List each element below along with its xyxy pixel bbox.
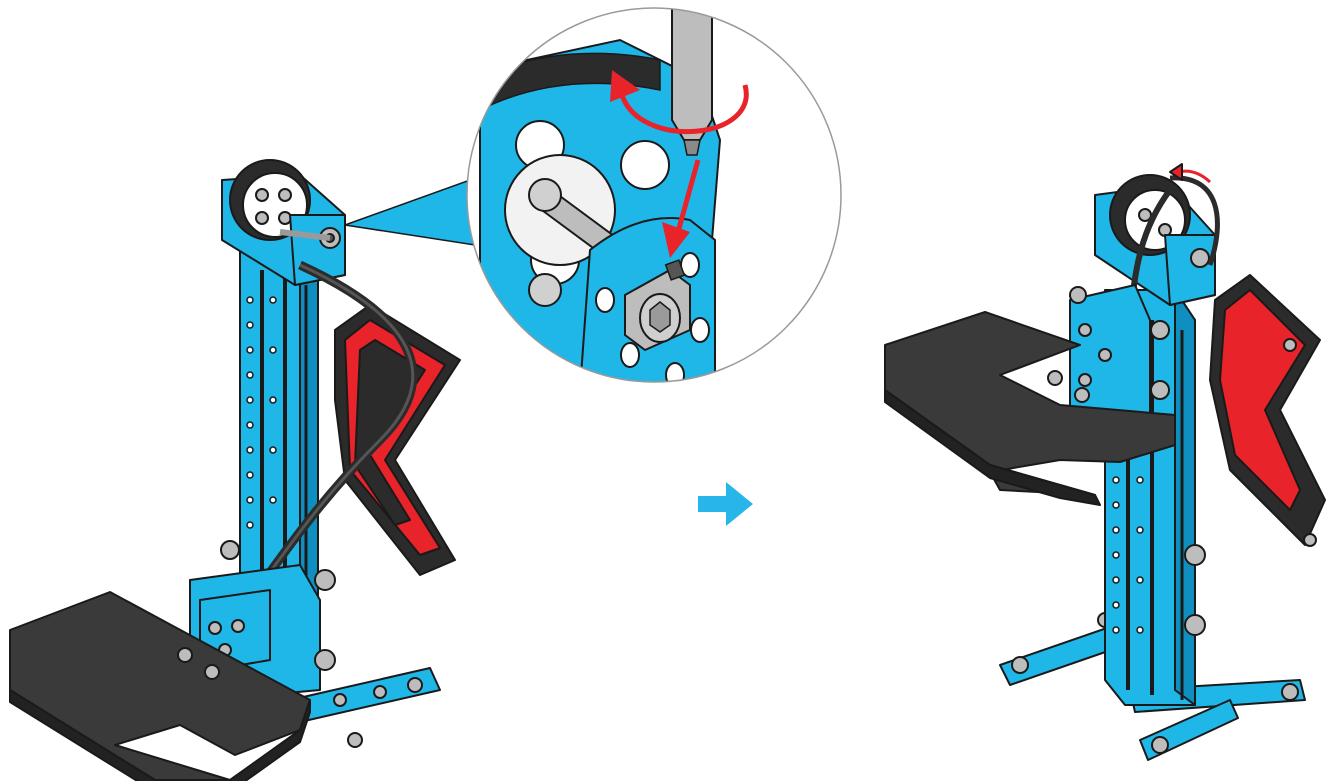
step-arrow-icon [698,482,753,526]
assembly-before [10,160,460,781]
callout-leader [345,180,475,245]
star-plate-left [335,305,460,575]
star-plate-right [1210,275,1325,546]
assembly-after [885,164,1325,760]
pulley-head-right [1095,164,1217,305]
